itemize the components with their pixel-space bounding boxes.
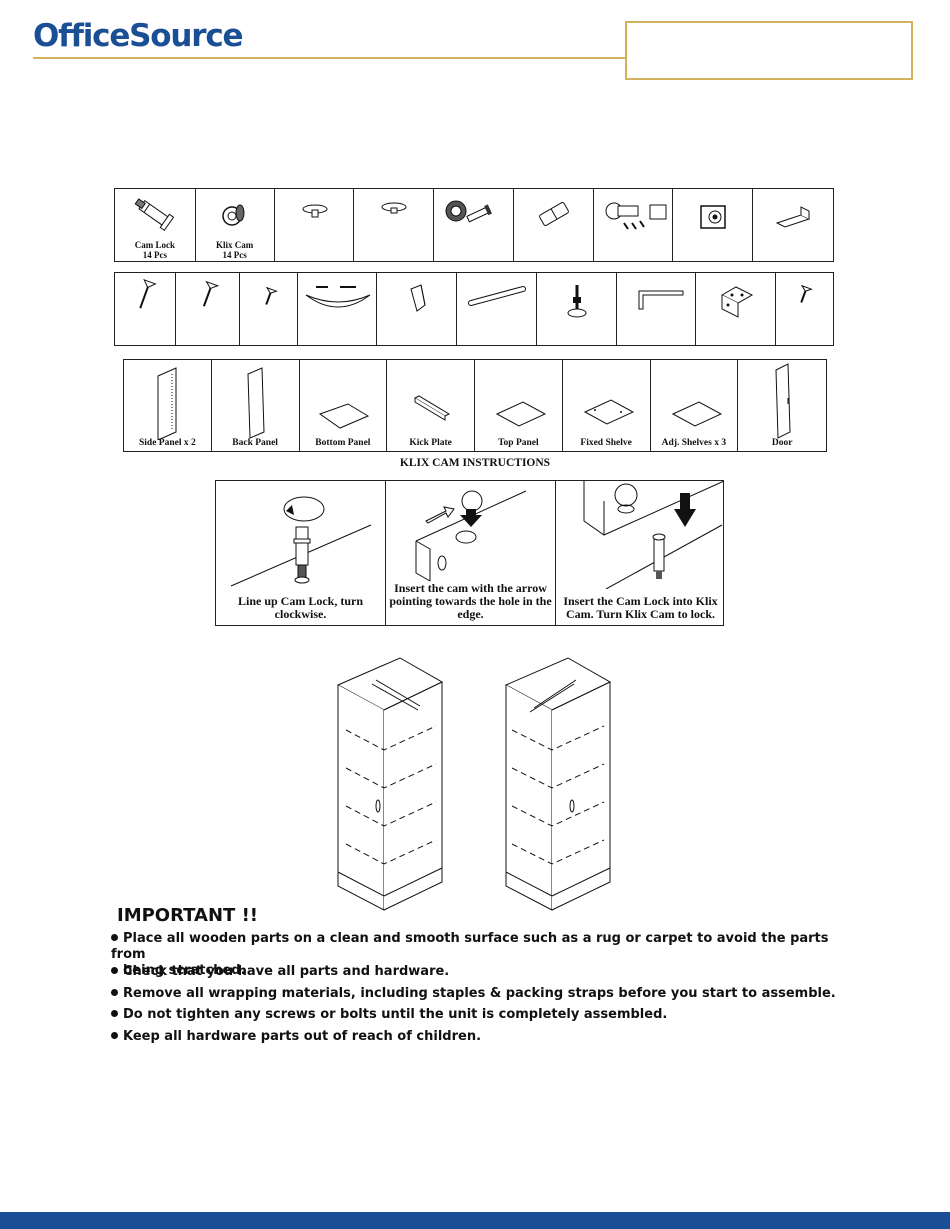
important-item: Do not tighten any screws or bolts until… bbox=[111, 1007, 841, 1023]
hardware-cell bbox=[115, 273, 176, 345]
small-screw-icon bbox=[264, 286, 278, 305]
cam-lock-icon bbox=[134, 198, 175, 232]
back-panel-icon bbox=[247, 367, 265, 439]
bottom-panel-icon bbox=[318, 403, 369, 429]
panel-cell: Back Panel bbox=[212, 360, 300, 451]
cam-fitting-icon bbox=[445, 200, 493, 223]
door-icon bbox=[775, 363, 791, 439]
panel-label: Top Panel bbox=[498, 438, 539, 448]
cam-insert-icon bbox=[415, 490, 527, 582]
cabinet-left-icon bbox=[336, 657, 444, 911]
hardware-cell bbox=[240, 273, 298, 345]
panel-label: Bottom Panel bbox=[315, 438, 371, 448]
shelf-pin-icon bbox=[381, 202, 407, 214]
cabinet-right-icon bbox=[504, 657, 612, 911]
rod-icon bbox=[468, 286, 527, 306]
hinge-icon bbox=[605, 202, 667, 230]
top-panel-icon bbox=[495, 401, 547, 427]
door-bumper-icon bbox=[410, 284, 426, 312]
angle-bracket-icon bbox=[721, 286, 754, 318]
panel-label: Door bbox=[771, 438, 793, 448]
allen-key-icon bbox=[638, 290, 684, 310]
panel-cell: Kick Plate bbox=[387, 360, 475, 451]
hardware-cell bbox=[434, 189, 514, 261]
hardware-cell bbox=[514, 189, 594, 261]
klix-cam-qty: 14 Pcs bbox=[222, 250, 247, 260]
klix-step-2: Insert the cam with the arrow pointing t… bbox=[386, 481, 556, 625]
klix-step-2-caption: Insert the cam with the arrow pointing t… bbox=[389, 581, 552, 621]
klix-cam-label: Klix Cam bbox=[216, 240, 254, 250]
brand-logo: OfficeSource bbox=[33, 18, 244, 54]
panel-label: Kick Plate bbox=[409, 438, 452, 448]
panel-label: Adj. Shelves x 3 bbox=[661, 438, 727, 448]
hardware-cell bbox=[594, 189, 674, 261]
bracket-icon bbox=[775, 206, 811, 228]
cam-lock-label: Cam Lock bbox=[134, 240, 176, 250]
hardware-cell bbox=[617, 273, 697, 345]
hardware-cell bbox=[275, 189, 355, 261]
important-item: Place all wooden parts on a clean and sm… bbox=[111, 931, 829, 978]
klix-instructions: Line up Cam Lock, turn clockwise. Insert… bbox=[215, 480, 725, 626]
leveler-icon bbox=[567, 285, 587, 318]
header-box bbox=[625, 21, 913, 80]
important-item: Check that you have all parts and hardwa… bbox=[111, 964, 841, 980]
dowel-icon bbox=[539, 202, 569, 226]
hardware-cell bbox=[298, 273, 378, 345]
screw-icon bbox=[202, 280, 220, 307]
hardware-cell bbox=[753, 189, 833, 261]
panels-row: Side Panel x 2 Back Panel Bottom Panel K… bbox=[123, 359, 827, 452]
hardware-cell bbox=[776, 273, 833, 345]
panel-label: Back Panel bbox=[232, 438, 278, 448]
panel-cell: Door bbox=[738, 360, 826, 451]
hardware-cell bbox=[176, 273, 240, 345]
fixed-shelf-icon bbox=[583, 399, 634, 425]
important-item: Remove all wrapping materials, including… bbox=[111, 986, 841, 1002]
klix-cam-icon bbox=[222, 204, 245, 226]
klix-step-1: Line up Cam Lock, turn clockwise. bbox=[216, 481, 386, 625]
side-panel-icon bbox=[157, 367, 177, 440]
header-rule bbox=[33, 57, 625, 59]
shelf-pin-icon bbox=[302, 204, 328, 218]
klix-step-3: Insert the Cam Lock into Klix Cam. Turn … bbox=[556, 480, 725, 625]
panel-cell: Bottom Panel bbox=[300, 360, 388, 451]
hardware-cell bbox=[696, 273, 777, 345]
footer-bar bbox=[0, 1212, 950, 1229]
lock-plate-icon bbox=[700, 205, 727, 229]
screw-icon bbox=[139, 278, 157, 309]
cam-lock-rotate-icon bbox=[230, 496, 372, 587]
panel-cell: Top Panel bbox=[475, 360, 563, 451]
panel-cell: Adj. Shelves x 3 bbox=[651, 360, 739, 451]
klix-step-3-caption: Insert the Cam Lock into Klix Cam. Turn … bbox=[563, 594, 718, 621]
handle-icon bbox=[305, 286, 370, 308]
hardware-cell bbox=[457, 273, 537, 345]
panel-label: Side Panel x 2 bbox=[139, 438, 196, 448]
hardware-cell bbox=[673, 189, 754, 261]
cam-lock-insert-icon bbox=[583, 480, 725, 590]
important-item: Keep all hardware parts out of reach of … bbox=[111, 1029, 841, 1045]
adj-shelf-icon bbox=[671, 401, 722, 427]
important-heading: IMPORTANT !! bbox=[117, 905, 258, 926]
klix-instructions-title: KLIX CAM INSTRUCTIONS bbox=[399, 457, 551, 469]
panel-cell: Side Panel x 2 bbox=[124, 360, 212, 451]
hardware-cell bbox=[377, 273, 458, 345]
hardware-cell bbox=[537, 273, 617, 345]
hardware-row-2 bbox=[114, 272, 834, 346]
panel-cell: Fixed Shelve bbox=[563, 360, 651, 451]
tiny-screw-icon bbox=[800, 284, 814, 303]
panel-label: Fixed Shelve bbox=[580, 438, 632, 448]
hardware-cell bbox=[354, 189, 435, 261]
klix-step-1-caption: Line up Cam Lock, turn clockwise. bbox=[237, 594, 364, 621]
assembled-cabinets-illustration bbox=[336, 657, 612, 911]
cam-lock-qty: 14 Pcs bbox=[142, 250, 168, 260]
kick-plate-icon bbox=[414, 395, 451, 421]
